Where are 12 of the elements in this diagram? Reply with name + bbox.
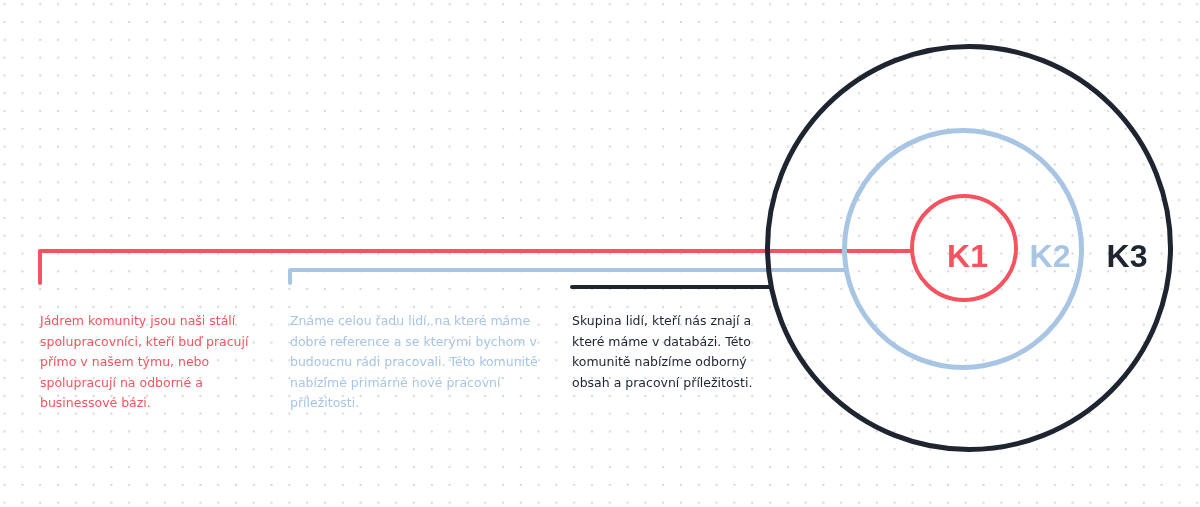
leader-line (288, 268, 846, 285)
ring-label: K3 (1106, 240, 1148, 272)
ring (910, 194, 1018, 302)
ring-label: K2 (1029, 240, 1071, 272)
description-text: Jádrem komunity jsou naši stálí spolupracovníci, kteří buď pracují přímo v našem týmu, nebo spolupracují na odborné a businessové bázi. (40, 311, 266, 414)
ring (842, 128, 1084, 370)
ring-label: K1 (947, 239, 988, 272)
description-text: Známe celou řadu lidí, na které máme dobré reference a se kterými bychom v budoucnu rádi pracovali. Této komunitě nabízíme primárně nové pracovní příležitosti. (290, 311, 552, 414)
description-text: Skupina lidí, kteří nás znají a které máme v databázi. Této komunitě nabízíme odborný obsah a pracovní příležitosti. (572, 311, 764, 393)
leader-line (38, 249, 913, 285)
leader-line (570, 285, 771, 289)
ring (765, 44, 1173, 452)
